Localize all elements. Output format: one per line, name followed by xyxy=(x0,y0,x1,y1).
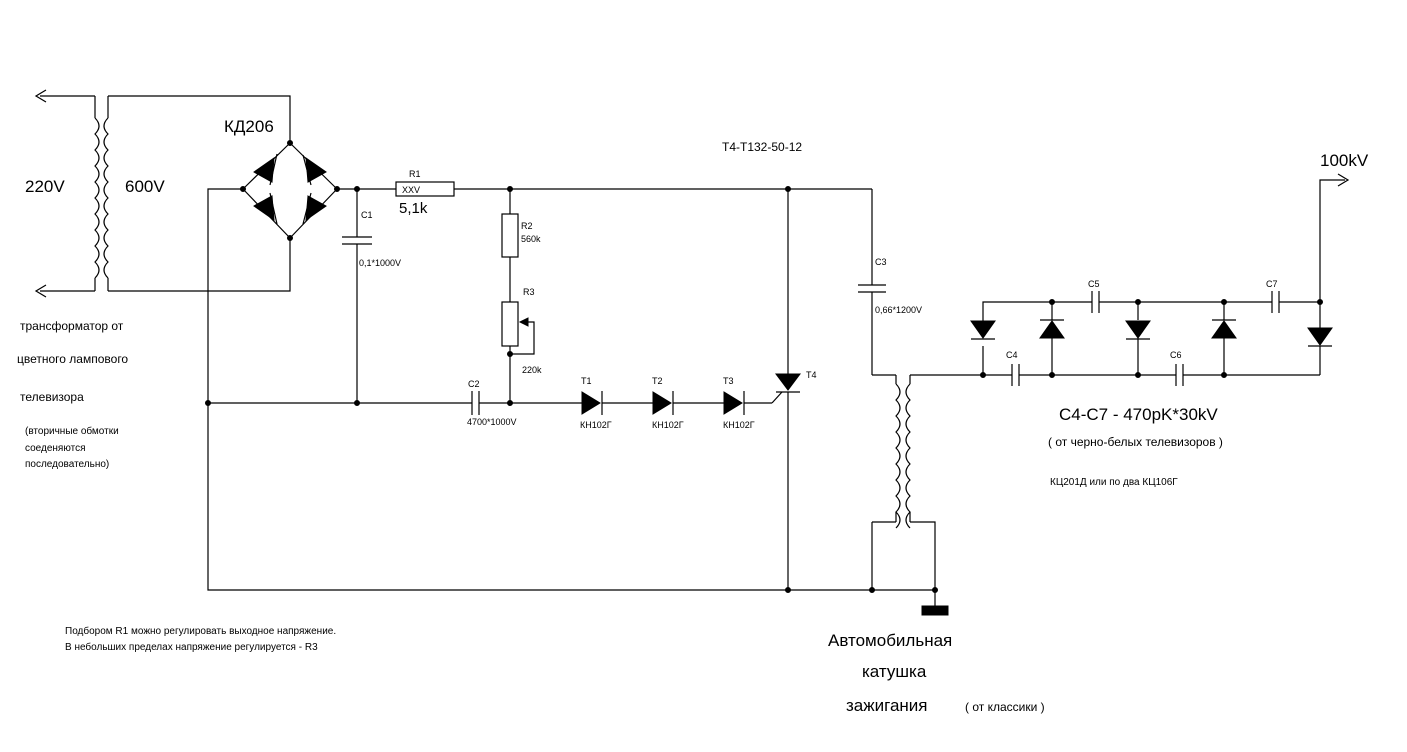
capacitor-c6 xyxy=(1175,364,1184,386)
label-t3: T3 xyxy=(723,376,734,386)
label-secondary-note1: (вторичные обмотки xyxy=(25,425,119,437)
label-coil-line2: катушка xyxy=(862,662,927,681)
diode-t3 xyxy=(723,391,745,415)
label-mult-caps-source: ( от черно-белых телевизоров ) xyxy=(1048,435,1223,449)
label-t2: T2 xyxy=(652,376,663,386)
label-c3: C3 xyxy=(875,257,887,267)
label-mult-caps: C4-C7 - 470pK*30kV xyxy=(1059,405,1218,424)
label-kd206: КД206 xyxy=(224,117,274,136)
resistor-r2 xyxy=(501,213,519,258)
label-r1-value: 5,1k xyxy=(399,200,428,217)
label-c7: C7 xyxy=(1266,279,1278,289)
label-transformer-line2: цветного лампового xyxy=(17,352,128,366)
label-secondary-note3: последовательно) xyxy=(25,459,109,470)
bridge-diode-icon xyxy=(302,154,327,186)
label-kn-t1: КН102Г xyxy=(580,420,612,430)
label-r3-value: 220k xyxy=(522,365,542,375)
label-coil-line3: зажигания xyxy=(846,696,928,715)
label-kn-t3: КН102Г xyxy=(723,420,755,430)
voltage-multiplier xyxy=(982,173,1350,376)
diode-t1 xyxy=(581,391,603,415)
label-100kv: 100kV xyxy=(1320,151,1369,170)
resistor-r1 xyxy=(395,181,455,197)
label-c5: C5 xyxy=(1088,279,1100,289)
bridge-rectifier xyxy=(207,142,357,403)
label-c1-value: 0,1*1000V xyxy=(359,258,401,268)
label-c1: C1 xyxy=(361,210,373,220)
label-c4: C4 xyxy=(1006,350,1018,360)
multiplier-diode-icon xyxy=(970,320,996,340)
label-note-line2: В небольших пределах напряжение регулиру… xyxy=(65,641,318,653)
mains-transformer xyxy=(34,89,291,298)
multiplier-diode-icon xyxy=(1211,319,1237,339)
label-c6: C6 xyxy=(1170,350,1182,360)
wiring xyxy=(207,188,983,606)
capacitor-c5 xyxy=(1091,291,1100,313)
label-c2: C2 xyxy=(468,379,480,389)
label-r1-code: XXV xyxy=(402,185,420,195)
ignition-coil xyxy=(895,375,911,529)
label-r2: R2 xyxy=(521,221,533,231)
label-t4: T4 xyxy=(806,370,817,380)
junction-dots xyxy=(205,140,1323,593)
bridge-diode-icon xyxy=(253,153,278,186)
capacitor-c3 xyxy=(858,284,886,293)
capacitor-c1 xyxy=(342,236,372,245)
label-r3: R3 xyxy=(523,287,535,297)
diode-t2 xyxy=(652,391,674,415)
label-kn-t2: КН102Г xyxy=(652,420,684,430)
multiplier-diode-icon xyxy=(1039,319,1065,339)
multiplier-diode-icon xyxy=(1125,320,1151,340)
multiplier-diode-icon xyxy=(1307,327,1333,347)
potentiometer-r3 xyxy=(501,301,529,347)
label-r2-value: 560k xyxy=(521,234,541,244)
label-r1: R1 xyxy=(409,169,421,179)
capacitor-c2 xyxy=(471,391,480,415)
label-c3-value: 0,66*1200V xyxy=(875,305,922,315)
ground-icon xyxy=(921,605,949,616)
bridge-diode-icon xyxy=(302,192,327,225)
label-c2-value: 4700*1000V xyxy=(467,417,517,427)
label-note-line1: Подбором R1 можно регулировать выходное … xyxy=(65,625,336,637)
label-600v: 600V xyxy=(125,177,165,196)
bridge-diode-icon xyxy=(253,192,278,225)
label-coil-line1: Автомобильная xyxy=(828,631,952,650)
label-coil-source: ( от классики ) xyxy=(965,700,1045,714)
label-transformer-line3: телевизора xyxy=(20,390,84,404)
capacitor-c4 xyxy=(1011,364,1020,386)
label-transformer-line1: трансформатор от xyxy=(20,319,124,333)
label-t4-type: T4-T132-50-12 xyxy=(722,140,802,154)
label-220v: 220V xyxy=(25,177,65,196)
label-t1: T1 xyxy=(581,376,592,386)
thyristor-t4 xyxy=(775,373,801,393)
label-mult-diodes: КЦ201Д или по два КЦ106Г xyxy=(1050,477,1178,488)
label-secondary-note2: соеденяются xyxy=(25,443,86,454)
capacitor-c7 xyxy=(1271,291,1280,313)
